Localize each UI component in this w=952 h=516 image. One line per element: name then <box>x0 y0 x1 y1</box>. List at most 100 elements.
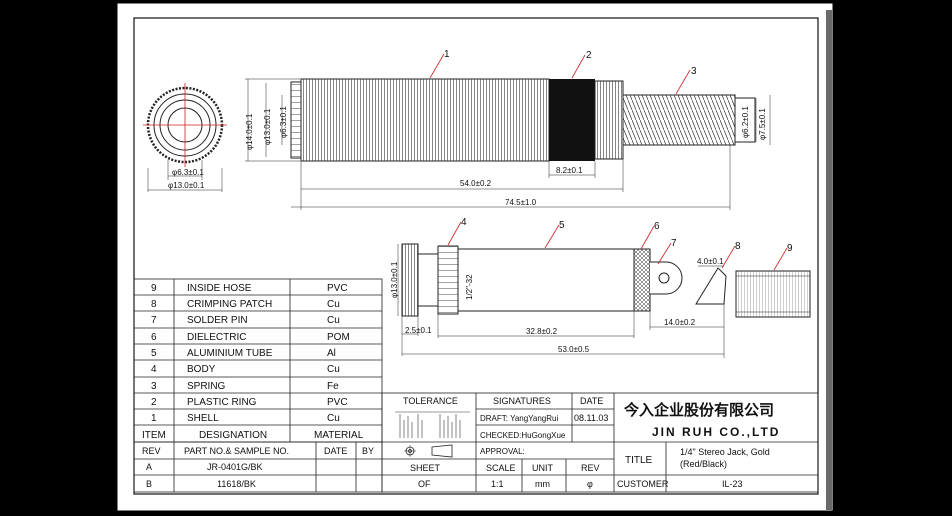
rev-header-rev: REV <box>142 446 161 456</box>
dim-dia-13: φ13.0±0.1 <box>263 108 272 145</box>
dim-54: 54.0±0.2 <box>460 179 492 188</box>
scale-value: 1:1 <box>491 479 504 489</box>
title-line-2: (Red/Black) <box>680 459 727 469</box>
bom-item: 1 <box>151 413 157 424</box>
title-block-grid <box>381 392 819 493</box>
bom-material: Cu <box>327 364 340 375</box>
bom-material: Fe <box>327 381 339 392</box>
bom-designation: SOLDER PIN <box>187 315 248 326</box>
callout-7: 7 <box>671 238 677 249</box>
dim-dia-6-3: φ6.3±0.1 <box>279 106 288 138</box>
rev-header-part: PART NO.& SAMPLE NO. <box>184 446 289 456</box>
callout-1: 1 <box>444 49 450 60</box>
bom-designation: DIELECTRIC <box>187 332 246 343</box>
bom-material: Cu <box>327 413 340 424</box>
bom-material: PVC <box>327 397 348 408</box>
bom-item: 3 <box>151 381 157 392</box>
customer-value: IL-23 <box>722 479 743 489</box>
dim-dia-6-2: φ6.2±0.1 <box>741 106 750 138</box>
bom-designation: SHELL <box>187 413 219 424</box>
approval-label: APPROVAL: <box>480 447 525 456</box>
dim-dia-7-5: φ7.5±0.1 <box>758 108 767 140</box>
bom-header-material: MATERIAL <box>314 430 364 441</box>
callout-2: 2 <box>586 50 592 61</box>
title-label: TITLE <box>625 455 653 466</box>
bom-item: 2 <box>151 397 157 408</box>
bom-material: Cu <box>327 299 340 310</box>
bom-designation: CRIMPING PATCH <box>187 299 272 310</box>
plastic-ring-part <box>549 79 595 161</box>
side-dim-14: 14.0±0.2 <box>664 318 696 327</box>
crimping-patch-part <box>695 267 727 305</box>
tolerance-table-marks <box>395 411 470 438</box>
callout-8: 8 <box>735 241 741 252</box>
rev-rows: REV PART NO.& SAMPLE NO. DATE BY A JR-04… <box>142 446 374 489</box>
dim-8-2: 8.2±0.1 <box>556 166 583 175</box>
bom-material: Al <box>327 348 336 359</box>
side-dim-4: 4.0±0.1 <box>697 257 724 266</box>
side-dim-32-8: 32.8±0.2 <box>526 327 558 336</box>
sheet-shadow <box>826 10 832 510</box>
title-block-text: TOLERANCE SIGNATURES DATE DRAFT: YangYan… <box>403 396 780 489</box>
date-value: 08.11.03 <box>574 413 608 423</box>
projection-symbol-icon <box>404 444 453 458</box>
sheet-value: OF <box>418 479 431 489</box>
company-name-cn: 今入企业股份有限公司 <box>623 401 774 419</box>
rev-code: B <box>146 479 152 489</box>
bom-item: 8 <box>151 299 157 310</box>
side-view: φ13.0±0.1 1/2"-32 2.5±0.1 32.8±0.2 14.0±… <box>390 217 811 358</box>
dim-74-5: 74.5±1.0 <box>505 198 537 207</box>
bom-table <box>133 278 383 443</box>
bom-header-designation: DESIGNATION <box>199 430 267 441</box>
callout-3: 3 <box>691 66 697 77</box>
bom-item: 4 <box>151 364 157 375</box>
bom-item: 9 <box>151 283 157 294</box>
unit-value: mm <box>535 479 550 489</box>
tolerance-label: TOLERANCE <box>403 396 458 406</box>
callout-9: 9 <box>787 243 793 254</box>
aluminium-tube-part <box>457 248 635 312</box>
bom-header-item: ITEM <box>142 430 166 441</box>
drawing-border <box>133 17 819 495</box>
bom-rows: 9 INSIDE HOSE PVC 8 CRIMPING PATCH Cu 7 … <box>142 283 364 441</box>
rev-part: 11618/BK <box>217 479 256 489</box>
rev-value: φ <box>587 479 593 489</box>
signatures-label: SIGNATURES <box>493 396 551 406</box>
rev-header-by: BY <box>362 446 374 456</box>
bom-item: 7 <box>151 315 157 326</box>
side-dim-2-5: 2.5±0.1 <box>405 326 432 335</box>
bom-material: PVC <box>327 283 348 294</box>
sheet-label: SHEET <box>410 463 441 473</box>
date-label: DATE <box>580 396 603 406</box>
bom-material: POM <box>327 332 350 343</box>
bom-designation: SPRING <box>187 381 226 392</box>
customer-label: CUSTOMER <box>617 479 669 489</box>
bom-item: 6 <box>151 332 157 343</box>
draft-value: DRAFT: YangYangRui <box>480 414 558 423</box>
end-view: φ6.3±0.1 φ13.0±0.1 <box>143 83 227 192</box>
bom-material: Cu <box>327 315 340 326</box>
rev-part: JR-0401G/BK <box>207 462 263 472</box>
checked-value: CHECKED:HuGongXue <box>480 431 566 440</box>
callout-6: 6 <box>654 221 660 232</box>
side-dim-53: 53.0±0.5 <box>558 345 590 354</box>
bom-item: 5 <box>151 348 157 359</box>
title-line-1: 1/4" Stereo Jack, Gold <box>680 447 770 457</box>
rev-header-date: DATE <box>324 446 347 456</box>
callout-5: 5 <box>559 220 565 231</box>
bom-designation: ALUMINIUM TUBE <box>187 348 273 359</box>
bom-designation: INSIDE HOSE <box>187 283 252 294</box>
rev-code: A <box>146 462 152 472</box>
end-dim-outer: φ13.0±0.1 <box>168 181 205 190</box>
company-name-en: JIN RUH CO.,LTD <box>652 425 780 439</box>
dielectric-part <box>633 248 651 312</box>
side-dim-dia-13: φ13.0±0.1 <box>390 261 399 298</box>
dim-dia-14: φ14.0±0.1 <box>245 113 254 150</box>
scale-label: SCALE <box>486 463 516 473</box>
bom-designation: BODY <box>187 364 216 375</box>
rev-label: REV <box>581 463 600 473</box>
callout-4: 4 <box>461 217 467 228</box>
unit-label: UNIT <box>532 463 553 473</box>
